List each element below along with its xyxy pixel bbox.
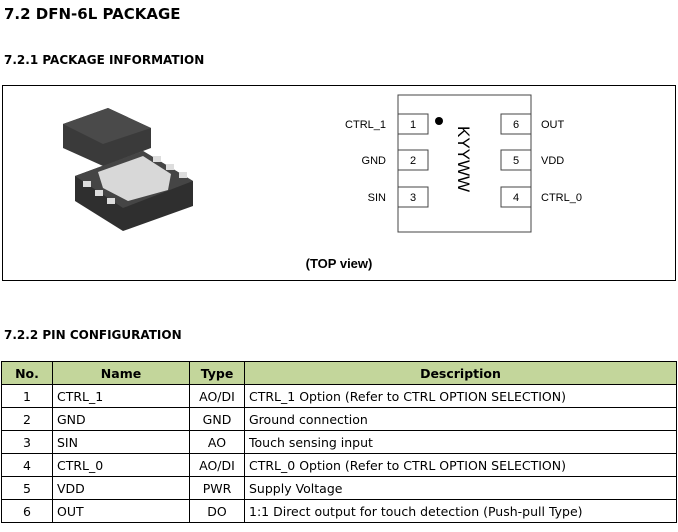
col-type: Type xyxy=(189,361,245,385)
pin-box-3 xyxy=(397,186,429,208)
package-info-box: CTRL_1 GND SIN 1 2 3 6 5 4 OUT VDD CTRL_… xyxy=(2,85,676,281)
chip-marking: KYYWW xyxy=(454,126,473,192)
cell-description: Touch sensing input xyxy=(244,430,677,454)
pin-number: 3 xyxy=(410,192,416,204)
cell-name: GND xyxy=(52,407,190,431)
package-diagram: CTRL_1 GND SIN 1 2 3 6 5 4 OUT VDD CTRL_… xyxy=(63,94,582,233)
cell-description: Supply Voltage xyxy=(244,476,677,500)
pin-config-heading: 7.2.2 PIN CONFIGURATION xyxy=(4,328,182,342)
pin-box-4 xyxy=(500,186,532,208)
cell-description: Ground connection xyxy=(244,407,677,431)
pin-box-5 xyxy=(500,149,532,171)
cell-type: GND xyxy=(189,407,245,431)
table-header: No. Name Type Description xyxy=(1,361,677,385)
cell-no: 1 xyxy=(1,384,53,408)
col-name: Name xyxy=(52,361,190,385)
pin-label-right: VDD xyxy=(541,155,564,167)
cell-no: 6 xyxy=(1,499,53,523)
chip-photo xyxy=(63,108,193,231)
cell-name: CTRL_0 xyxy=(52,453,190,477)
cell-type: AO xyxy=(189,430,245,454)
view-label: (TOP view) xyxy=(305,256,373,271)
pin-label-left: SIN xyxy=(368,192,386,204)
pin-number: 4 xyxy=(513,192,519,204)
cell-description: CTRL_0 Option (Refer to CTRL OPTION SELE… xyxy=(244,453,677,477)
cell-no: 5 xyxy=(1,476,53,500)
col-no: No. xyxy=(1,361,53,385)
pin-number: 6 xyxy=(513,119,519,131)
cell-name: SIN xyxy=(52,430,190,454)
cell-type: DO xyxy=(189,499,245,523)
cell-no: 3 xyxy=(1,430,53,454)
pin-box-1 xyxy=(397,113,429,135)
cell-type: AO/DI xyxy=(189,384,245,408)
pin-label-right: CTRL_0 xyxy=(541,192,582,204)
cell-no: 2 xyxy=(1,407,53,431)
cell-type: PWR xyxy=(189,476,245,500)
pin-label-right: OUT xyxy=(541,119,565,131)
cell-type: AO/DI xyxy=(189,453,245,477)
pin-box-2 xyxy=(397,149,429,171)
cell-no: 4 xyxy=(1,453,53,477)
cell-name: VDD xyxy=(52,476,190,500)
cell-name: OUT xyxy=(52,499,190,523)
pin-number: 5 xyxy=(513,155,519,167)
pin-box-6 xyxy=(500,113,532,135)
cell-description: CTRL_1 Option (Refer to CTRL OPTION SELE… xyxy=(244,384,677,408)
package-info-heading: 7.2.1 PACKAGE INFORMATION xyxy=(4,53,205,67)
pin-number: 1 xyxy=(410,119,416,131)
cell-name: CTRL_1 xyxy=(52,384,190,408)
pin-label-left: CTRL_1 xyxy=(345,119,386,131)
section-title: 7.2 DFN-6L PACKAGE xyxy=(4,5,181,23)
pin-number: 2 xyxy=(410,155,416,167)
cell-description: 1:1 Direct output for touch detection (P… xyxy=(244,499,677,523)
pin-label-left: GND xyxy=(362,155,387,167)
pin1-dot xyxy=(435,117,443,125)
col-description: Description xyxy=(244,361,677,385)
